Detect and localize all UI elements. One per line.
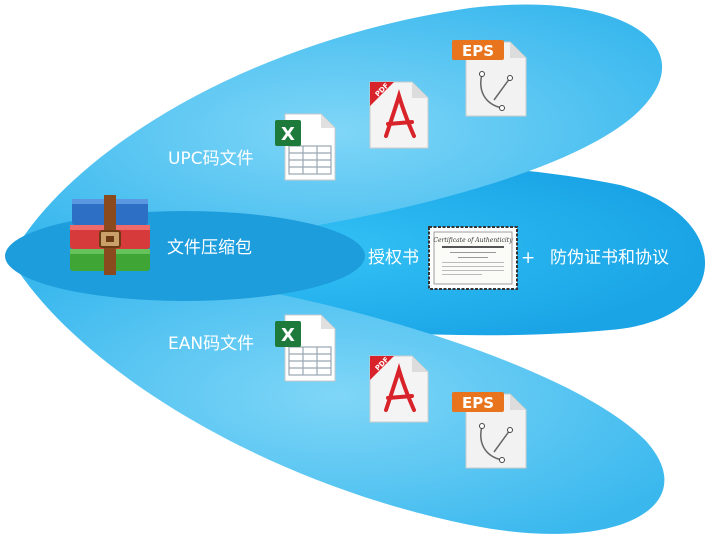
plus-sign: + <box>521 248 536 268</box>
svg-text:EPS: EPS <box>462 42 494 60</box>
anti-counterfeit-label: 防伪证书和协议 <box>550 248 669 268</box>
svg-text:EPS: EPS <box>462 394 494 412</box>
upc-file-label: UPC码文件 <box>168 149 254 169</box>
svg-text:X: X <box>281 325 295 346</box>
authorization-label: 授权书 <box>368 248 419 268</box>
excel-file-icon: X <box>275 113 336 181</box>
certificate-icon: Certificate of Authenticity <box>428 226 518 290</box>
archive-label: 文件压缩包 <box>167 238 252 258</box>
eps-file-icon-ean: EPS <box>452 392 527 469</box>
excel-file-icon-ean: X <box>275 314 336 382</box>
pdf-file-icon: PDF <box>369 81 429 149</box>
eps-file-icon: EPS <box>452 40 527 117</box>
archive-books-icon <box>70 195 150 275</box>
pdf-file-icon-ean: PDF <box>369 355 429 423</box>
svg-text:X: X <box>281 124 295 145</box>
ean-file-label: EAN码文件 <box>168 334 255 354</box>
svg-text:Certificate of Authenticity: Certificate of Authenticity <box>433 237 513 244</box>
